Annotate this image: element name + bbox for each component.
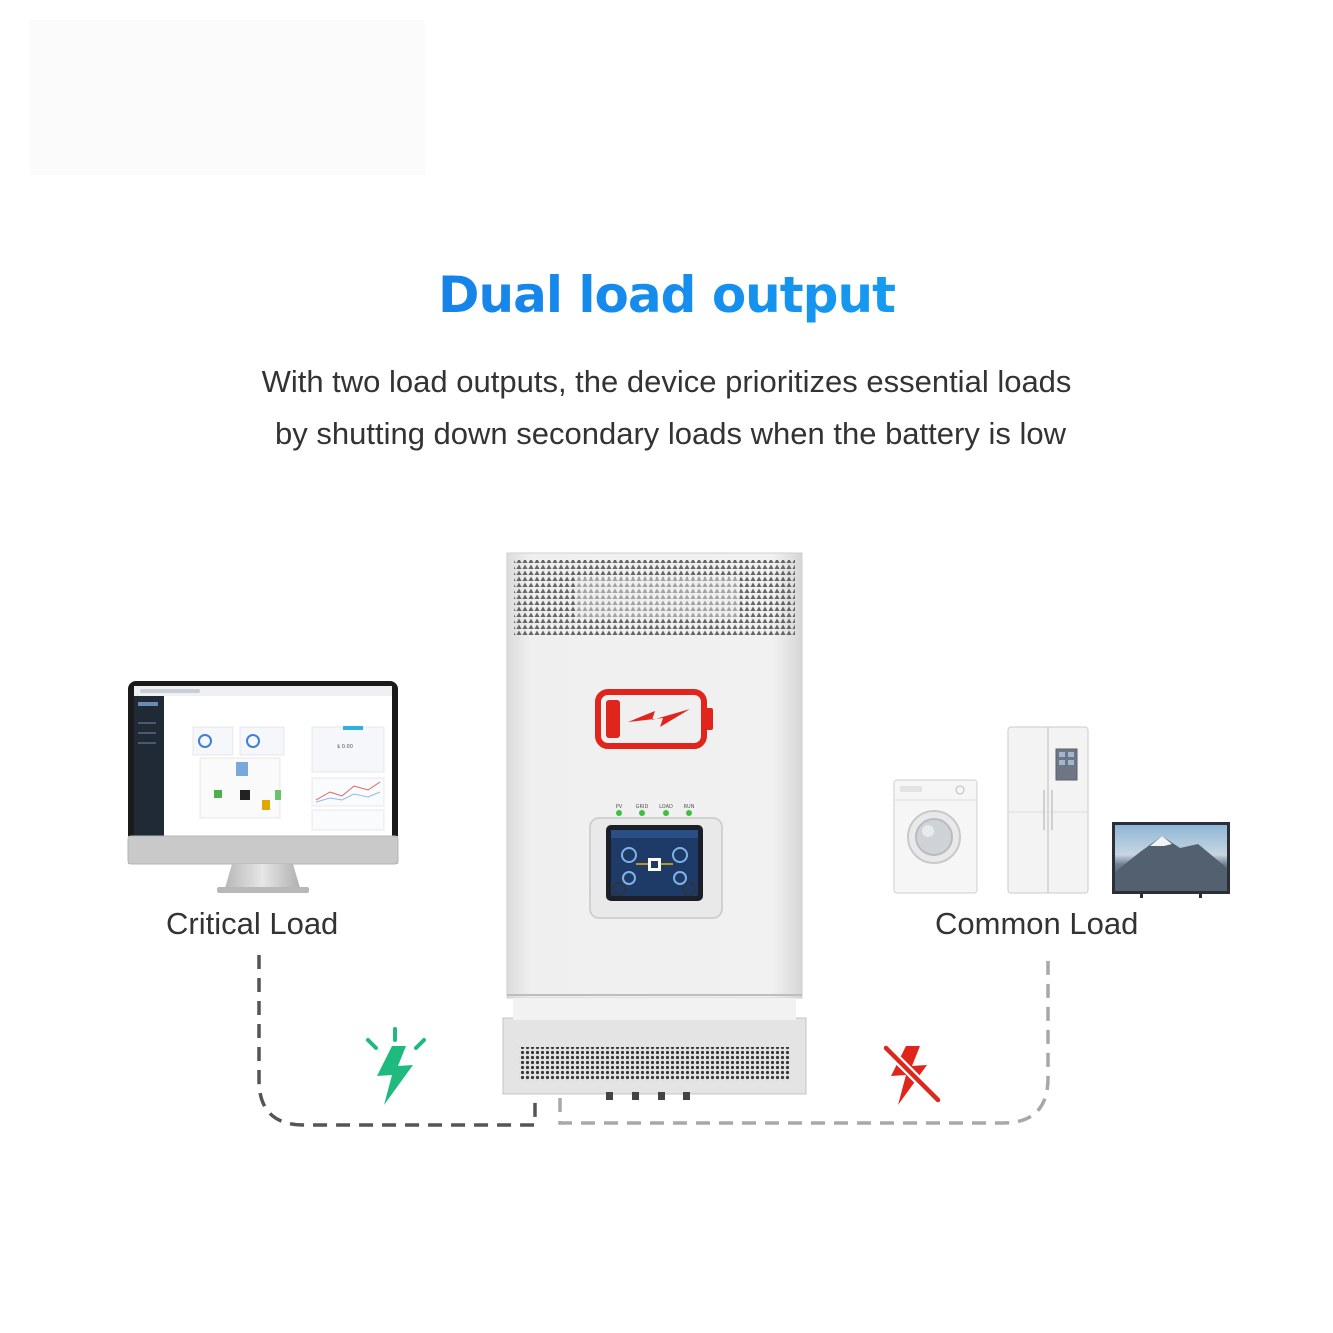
computer-monitor: $ 0.00 [127,681,399,893]
status-indicators: PV GRID LOAD RUN [616,804,695,816]
common-load-label: Common Load [935,906,1139,941]
page-title: Dual load output [0,266,1333,324]
lightning-icon [366,1027,426,1105]
critical-load-wire [257,955,537,1127]
indicator-grid-label: GRID [636,804,649,810]
common-load-wire [558,960,1050,1125]
hybrid-inverter [502,552,807,1100]
lcd-right-button[interactable] [682,882,696,896]
lcd-control-panel [589,817,723,919]
refrigerator [1007,726,1089,894]
indicator-run-led [686,810,692,816]
washing-machine [893,779,978,894]
television [1112,822,1230,898]
indicator-load-label: LOAD [659,804,673,810]
indicator-pv-led [616,810,622,816]
lcd-left-button[interactable] [612,882,626,896]
subtitle-line-1: With two load outputs, the device priori… [261,364,1072,399]
indicator-grid-led [639,810,645,816]
indicator-load-led [663,810,669,816]
dashboard-value: $ 0.00 [337,744,353,750]
indicator-pv-label: PV [616,804,623,810]
subtitle-line-2: by shutting down secondary loads when th… [275,416,1066,451]
indicator-run-label: RUN [684,804,695,810]
lightning-off-icon [881,1043,943,1105]
top-vent-grille [514,560,795,636]
watermark-area [30,20,425,175]
bottom-vent-grille [519,1047,790,1081]
critical-load-label: Critical Load [166,906,339,941]
battery-low-icon [595,689,713,749]
